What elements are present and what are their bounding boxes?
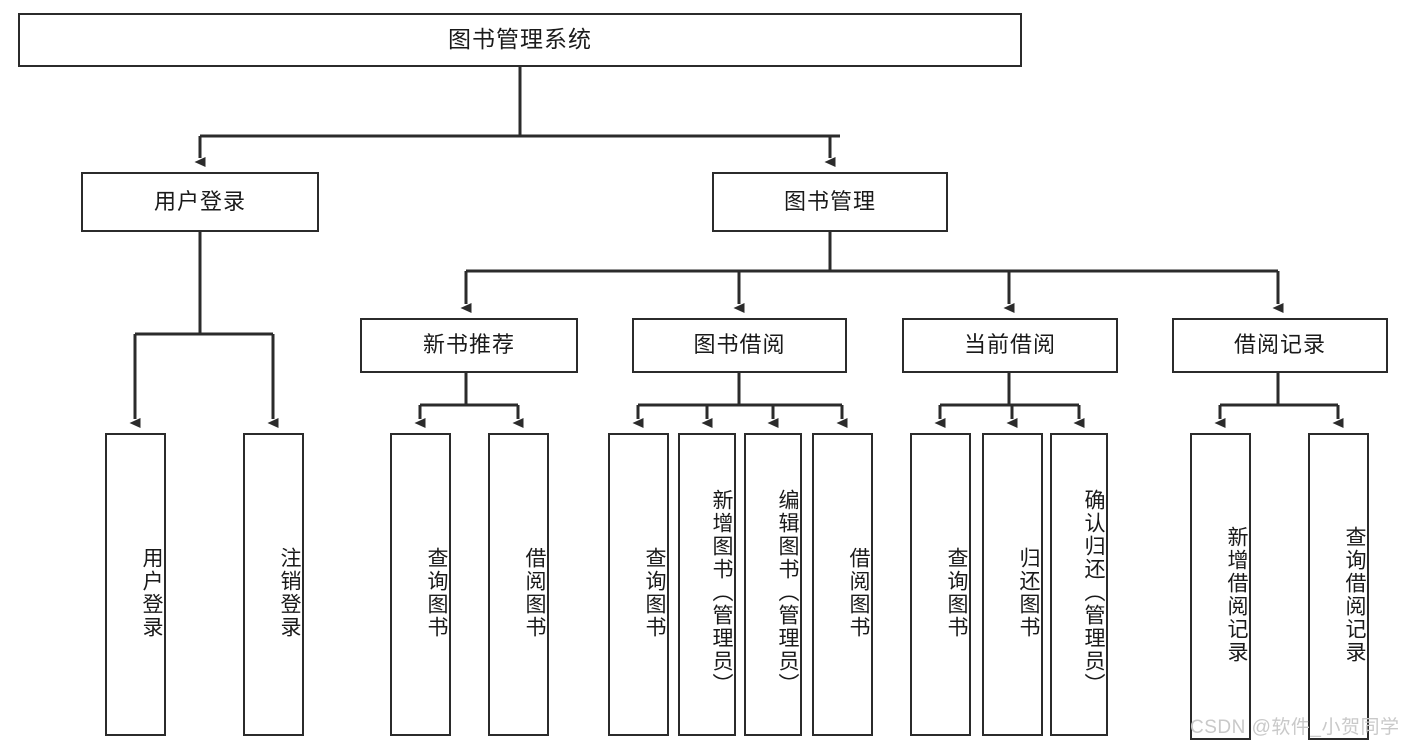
node-book-management[interactable]: 图书管理 [712, 172, 948, 232]
node-user-login[interactable]: 用户登录 [81, 172, 319, 232]
current-borrow-to-leaves-connectors [934, 373, 1085, 428]
node-borrow-record[interactable]: 借阅记录 [1172, 318, 1388, 373]
new-book-recommend-to-leaves-connectors [414, 373, 524, 428]
node-book-borrow[interactable]: 图书借阅 [632, 318, 847, 373]
leaf-confirm-return-admin[interactable]: 确认归还（管理员） [1050, 433, 1108, 736]
node-current-borrow[interactable]: 当前借阅 [902, 318, 1118, 373]
user-login-to-leaves-connectors [129, 232, 279, 428]
node-new-book-recommend[interactable]: 新书推荐 [360, 318, 578, 373]
leaf-query-book-cb[interactable]: 查询图书 [910, 433, 971, 736]
leaf-query-book-nbr[interactable]: 查询图书 [390, 433, 451, 736]
leaf-user-login[interactable]: 用户登录 [105, 433, 166, 736]
book-manage-to-level2-connectors [460, 232, 1284, 313]
leaf-return-book[interactable]: 归还图书 [982, 433, 1043, 736]
leaf-add-book-admin[interactable]: 新增图书（管理员） [678, 433, 736, 736]
leaf-borrow-book-nbr[interactable]: 借阅图书 [488, 433, 549, 736]
node-root-book-management-system[interactable]: 图书管理系统 [18, 13, 1022, 67]
leaf-borrow-book-bb[interactable]: 借阅图书 [812, 433, 873, 736]
leaf-add-borrow-record[interactable]: 新增借阅记录 [1190, 433, 1251, 740]
leaf-query-book-bb[interactable]: 查询图书 [608, 433, 669, 736]
leaf-query-borrow-record[interactable]: 查询借阅记录 [1308, 433, 1369, 740]
borrow-record-to-leaves-connectors [1214, 373, 1344, 428]
book-borrow-to-leaves-connectors [632, 373, 848, 428]
leaf-edit-book-admin[interactable]: 编辑图书（管理员） [744, 433, 802, 736]
leaf-logout-login[interactable]: 注销登录 [243, 433, 304, 736]
csdn-watermark: CSDN @软件_小贺同学 [1190, 717, 1400, 738]
root-to-level1-connectors [194, 67, 840, 167]
